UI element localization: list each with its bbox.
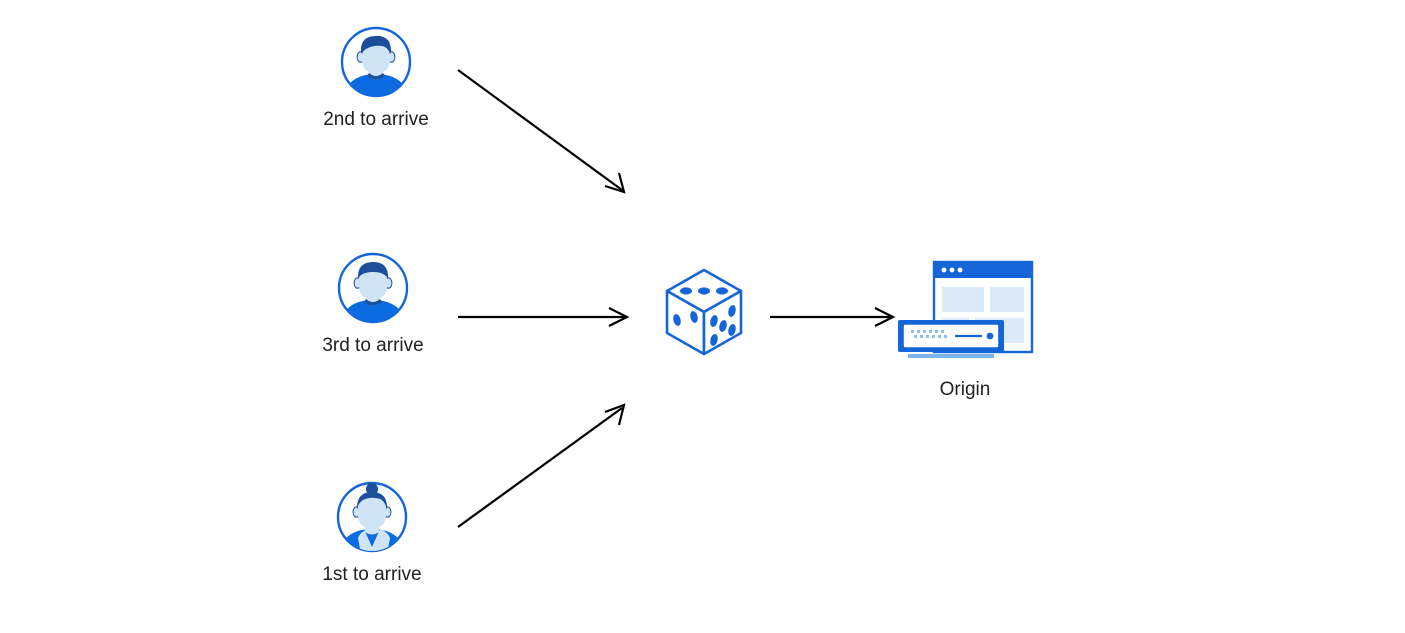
arrow-dice-to-origin (770, 307, 896, 327)
avatar (291, 24, 461, 100)
avatar (287, 479, 457, 555)
node-label: Origin (939, 379, 991, 400)
server-device-icon (898, 320, 1004, 358)
user-avatar-icon (336, 481, 408, 553)
node-client-1st: 1st to arrive (287, 479, 457, 587)
dice-wrap (659, 266, 749, 360)
avatar (288, 250, 458, 326)
dice-icon (665, 268, 743, 356)
node-randomizer (659, 266, 749, 360)
user-avatar-icon (337, 252, 409, 324)
node-client-2nd: 2nd to arrive (291, 24, 461, 132)
user-avatar-icon (340, 26, 412, 98)
arrow-2nd-to-dice (457, 69, 626, 194)
origin-wrap (894, 258, 1036, 370)
arrow-1st-to-dice (457, 403, 626, 528)
node-origin: Origin (894, 258, 1036, 402)
arrow-3rd-to-dice (458, 307, 630, 327)
node-label: 2nd to arrive (323, 109, 429, 130)
node-label: 1st to arrive (322, 564, 422, 585)
node-client-3rd: 3rd to arrive (288, 250, 458, 358)
origin-server-icon (898, 260, 1034, 358)
node-label: 3rd to arrive (322, 335, 424, 356)
